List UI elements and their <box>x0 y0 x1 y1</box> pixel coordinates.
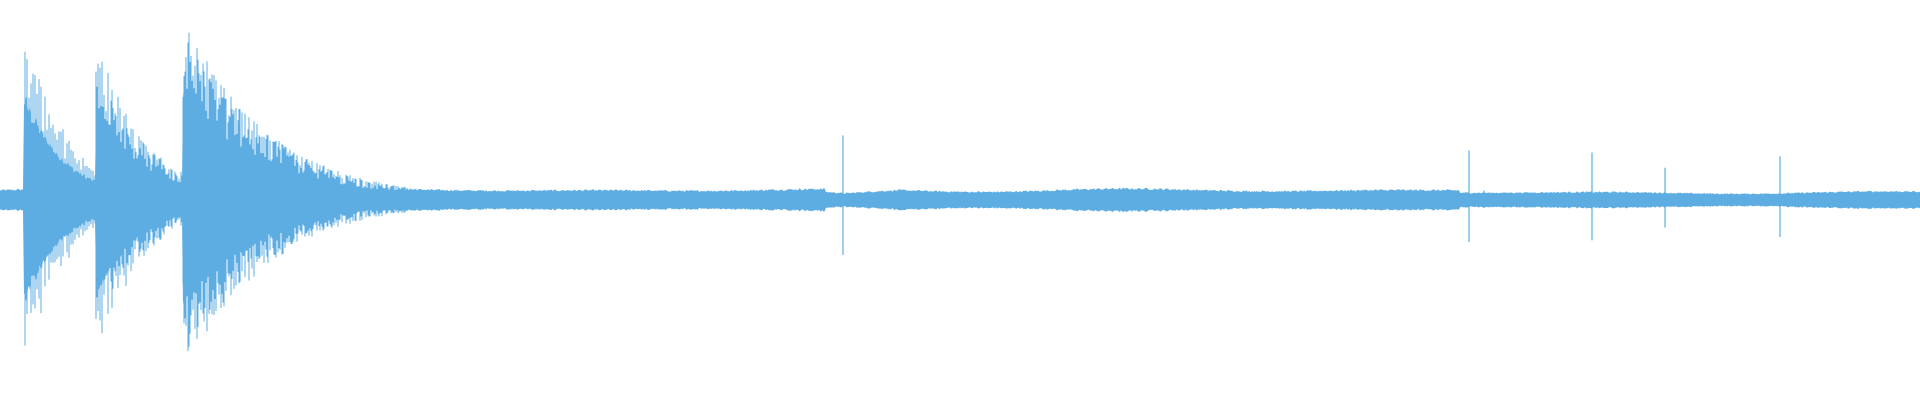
transient-spikes <box>24 32 865 351</box>
waveform-signal <box>0 32 1920 351</box>
waveform-envelope <box>0 91 1920 306</box>
